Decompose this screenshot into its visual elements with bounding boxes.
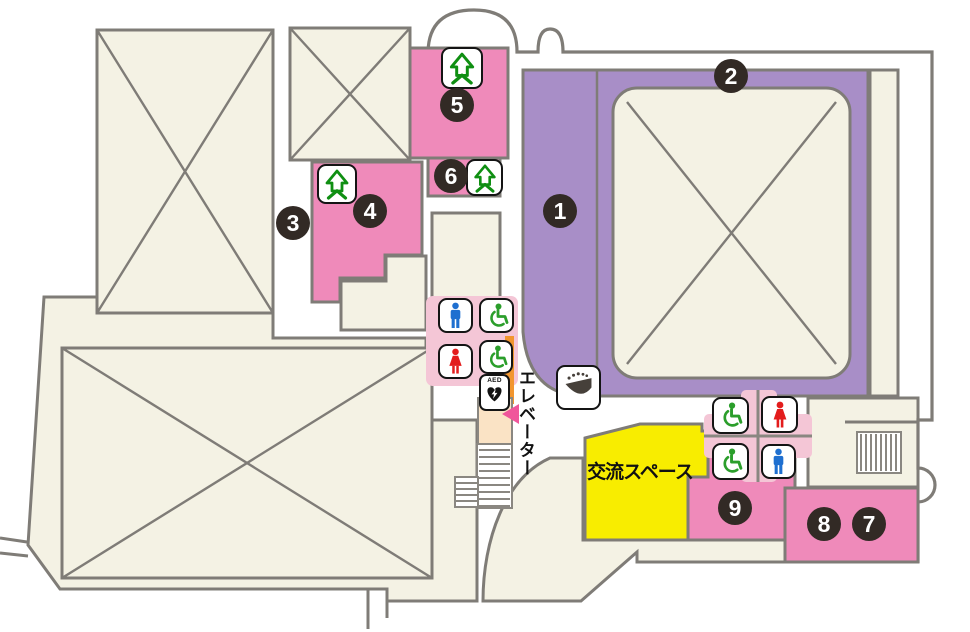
mens-toilet-icon bbox=[438, 298, 473, 333]
room-badge-8: 8 bbox=[807, 507, 841, 541]
floor-steps bbox=[339, 254, 428, 332]
room-badge-2: 2 bbox=[714, 59, 748, 93]
room-badge-9: 9 bbox=[718, 491, 752, 525]
drinking-fountain-icon bbox=[556, 365, 601, 410]
exchange-space-label: 交流スペース bbox=[587, 462, 694, 483]
accessible-toilet-icon bbox=[479, 298, 514, 333]
escalator-up-icon bbox=[317, 164, 357, 204]
room-badge-3: 3 bbox=[276, 206, 310, 240]
elevator-label: エレベーター bbox=[516, 369, 535, 477]
outer-wall bbox=[412, 8, 937, 563]
hall-area bbox=[521, 68, 870, 398]
stairs-icon bbox=[856, 431, 902, 474]
escalator-up-icon bbox=[441, 47, 483, 89]
mens-toilet-icon bbox=[761, 444, 796, 479]
toilet-zone-walls bbox=[704, 390, 812, 482]
wall-stubs bbox=[0, 420, 918, 629]
womens-toilet-icon bbox=[761, 396, 798, 433]
floor-center-room bbox=[430, 211, 502, 300]
room-badge-1: 1 bbox=[543, 194, 577, 228]
stairs-icon bbox=[454, 443, 513, 509]
room-badge-4: 4 bbox=[353, 194, 387, 228]
womens-toilet-icon bbox=[438, 344, 473, 379]
floor-right-strip bbox=[868, 68, 900, 398]
accessible-toilet-icon bbox=[712, 443, 749, 480]
elevator-and-stairs bbox=[454, 397, 902, 509]
closed-areas bbox=[60, 26, 434, 580]
accessible-toilet-icon bbox=[712, 397, 749, 434]
elevator-arrow-icon bbox=[502, 404, 519, 424]
accessible-toilet-icon bbox=[479, 340, 513, 374]
escalator-up-icon bbox=[466, 159, 503, 196]
aed-label: AED bbox=[487, 377, 502, 384]
room-badge-6: 6 bbox=[434, 159, 468, 193]
room-badge-5: 5 bbox=[440, 88, 474, 122]
room-badge-7: 7 bbox=[852, 507, 886, 541]
